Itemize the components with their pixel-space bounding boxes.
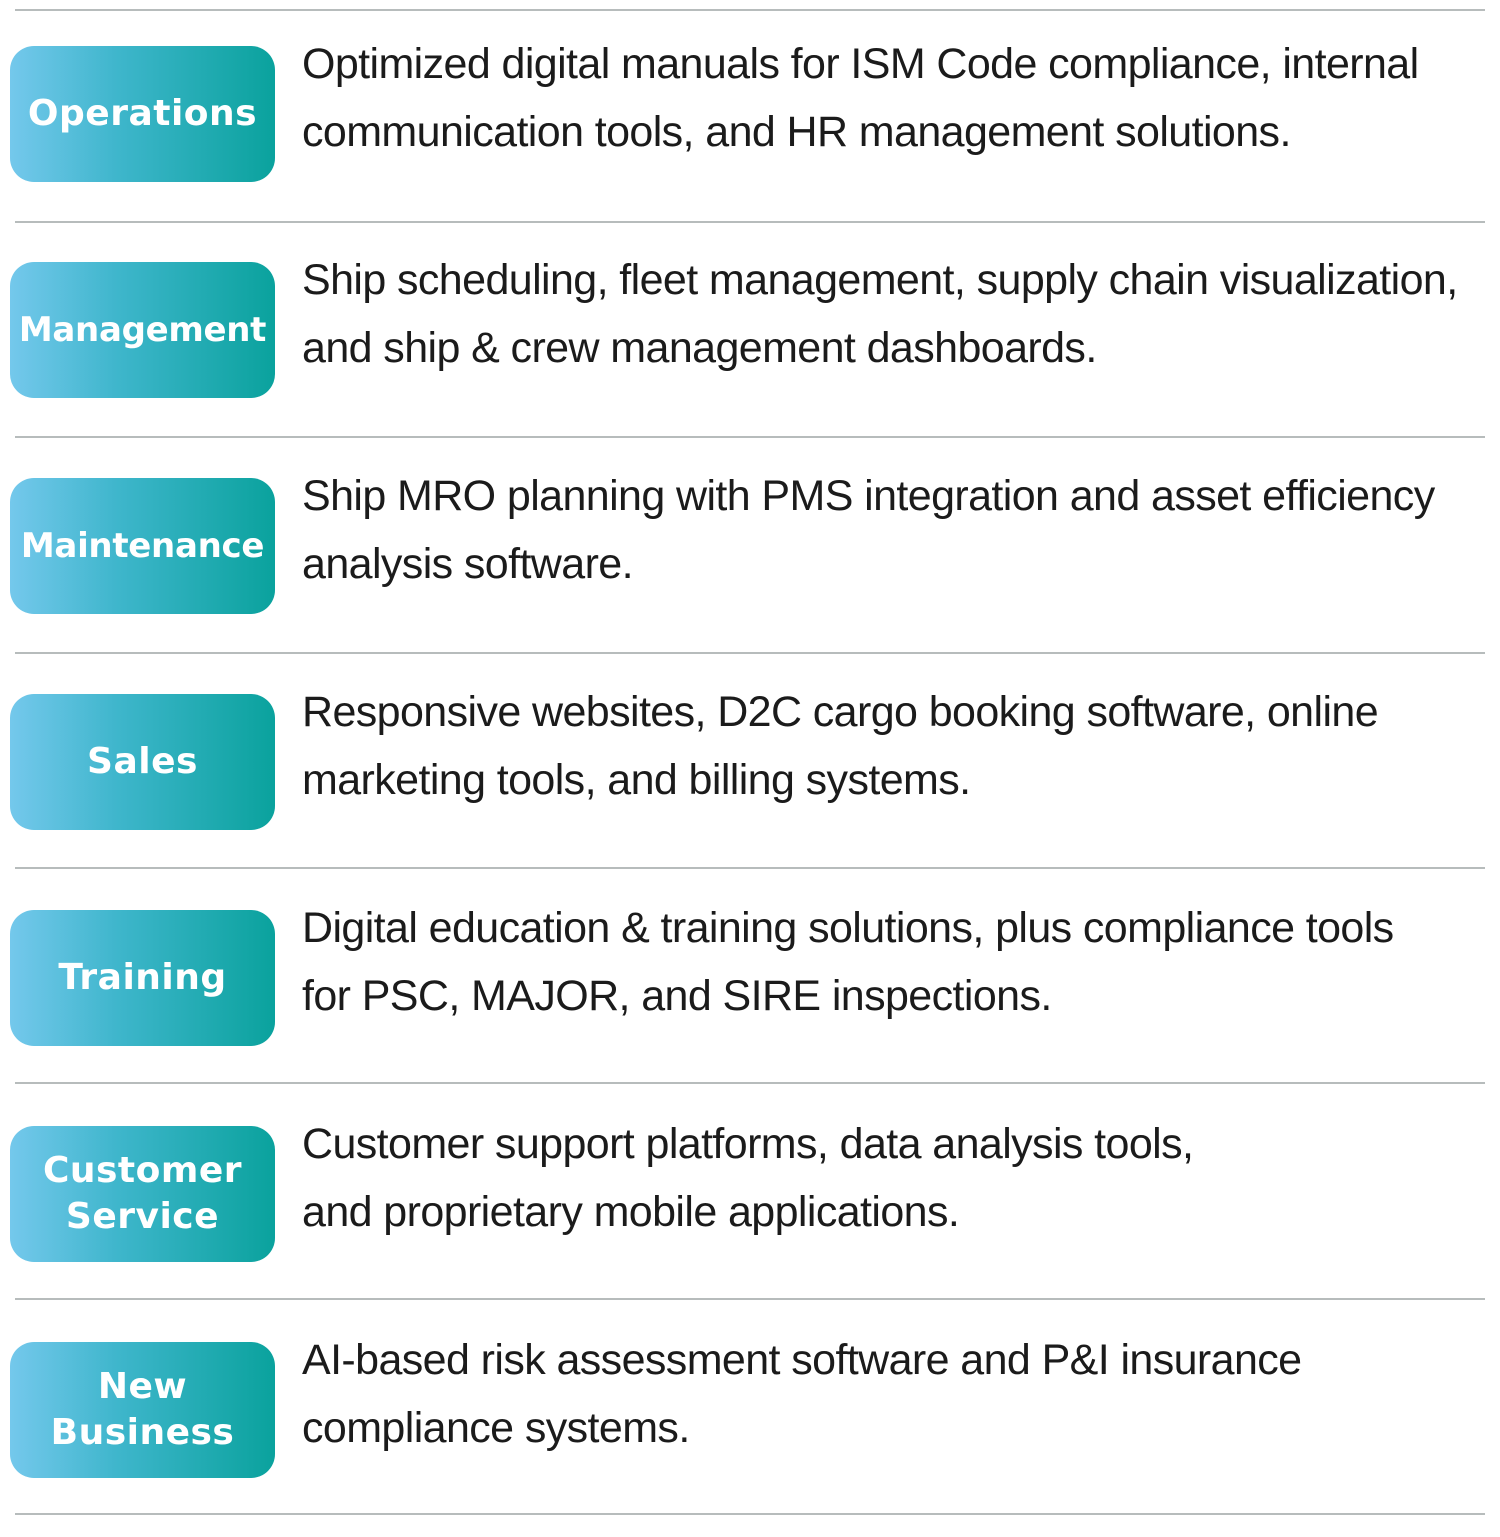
category-description: Customer support platforms, data analysi… xyxy=(302,1120,1194,1236)
divider xyxy=(15,436,1485,438)
divider xyxy=(15,1298,1485,1300)
category-badge-label: Training xyxy=(58,957,227,998)
category-badge: Operations xyxy=(10,46,275,182)
category-badge-label: Sales xyxy=(87,741,198,782)
category-description: Ship MRO planning with PMS integration a… xyxy=(302,472,1435,588)
divider xyxy=(15,652,1485,654)
category-row-sales: Sales Responsive websites, D2C cargo boo… xyxy=(0,688,1500,830)
category-description: Ship scheduling, fleet management, suppl… xyxy=(302,256,1458,372)
category-badge-label: Management xyxy=(18,310,267,350)
divider xyxy=(15,1082,1485,1084)
category-description: Optimized digital manuals for ISM Code c… xyxy=(302,40,1419,156)
category-badge-label: Customer Service xyxy=(42,1150,243,1237)
divider xyxy=(15,1513,1485,1515)
category-badge: Management xyxy=(10,262,275,398)
category-row-customer-service: Customer Service Customer support platfo… xyxy=(0,1120,1500,1262)
category-row-maintenance: Maintenance Ship MRO planning with PMS i… xyxy=(0,472,1500,614)
category-description: Responsive websites, D2C cargo booking s… xyxy=(302,688,1379,804)
category-badge: Customer Service xyxy=(10,1126,275,1262)
category-row-operations: Operations Optimized digital manuals for… xyxy=(0,40,1500,182)
category-badge-label: New Business xyxy=(50,1366,235,1453)
category-badge: Sales xyxy=(10,694,275,830)
category-badge: New Business xyxy=(10,1342,275,1478)
divider xyxy=(15,9,1485,11)
category-row-new-business: New Business AI-based risk assessment so… xyxy=(0,1336,1500,1478)
category-badge-label: Maintenance xyxy=(20,526,265,566)
divider xyxy=(15,867,1485,869)
category-badge: Training xyxy=(10,910,275,1046)
category-badge: Maintenance xyxy=(10,478,275,614)
category-badge-label: Operations xyxy=(27,93,258,134)
category-row-management: Management Ship scheduling, fleet manage… xyxy=(0,256,1500,398)
category-description: Digital education & training solutions, … xyxy=(302,904,1394,1020)
divider xyxy=(15,221,1485,223)
category-description: AI-based risk assessment software and P&… xyxy=(302,1336,1302,1452)
category-row-training: Training Digital education & training so… xyxy=(0,904,1500,1046)
